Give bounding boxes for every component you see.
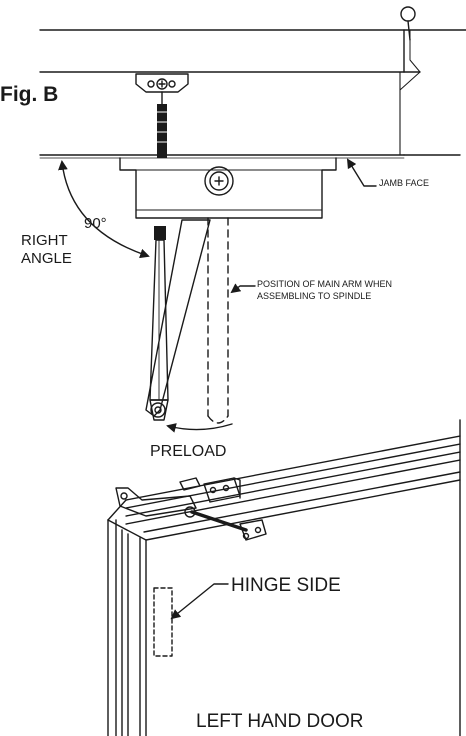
- door-type-label: LEFT HAND DOOR: [196, 711, 364, 732]
- hinge-side-label: HINGE SIDE: [231, 575, 341, 596]
- main-arm-position-label-line2: ASSEMBLING TO SPINDLE: [257, 291, 372, 301]
- spindle-icon: [204, 166, 234, 196]
- main-arm: [145, 219, 211, 418]
- adjusting-rod: [156, 104, 168, 158]
- right-angle-label-line2: ANGLE: [21, 250, 72, 267]
- pivot-pin-icon: [400, 6, 416, 41]
- forearm: [149, 226, 169, 421]
- right-angle-label-line1: RIGHT: [21, 232, 68, 249]
- jamb-face-leader: [346, 158, 377, 187]
- hinge-side-marker: [153, 587, 173, 657]
- closer-body: [119, 157, 337, 219]
- figure-title: Fig. B: [0, 83, 59, 106]
- jamb-face-line: [39, 154, 405, 159]
- preload-label: PRELOAD: [150, 443, 227, 460]
- door-closer-3d: [115, 477, 267, 541]
- angle-value-label: 90°: [84, 215, 107, 232]
- hinge-side-leader: [170, 583, 229, 620]
- right-angle-arc: [58, 160, 150, 259]
- jamb-face-label: JAMB FACE: [379, 178, 430, 188]
- preload-arrow: [166, 423, 233, 433]
- door-frame-header: [39, 29, 466, 156]
- main-arm-dashed-position: [207, 217, 229, 424]
- mounting-bracket: [135, 73, 189, 105]
- main-arm-position-label-line1: POSITION OF MAIN ARM WHEN: [257, 279, 393, 289]
- main-arm-position-leader: [230, 283, 256, 294]
